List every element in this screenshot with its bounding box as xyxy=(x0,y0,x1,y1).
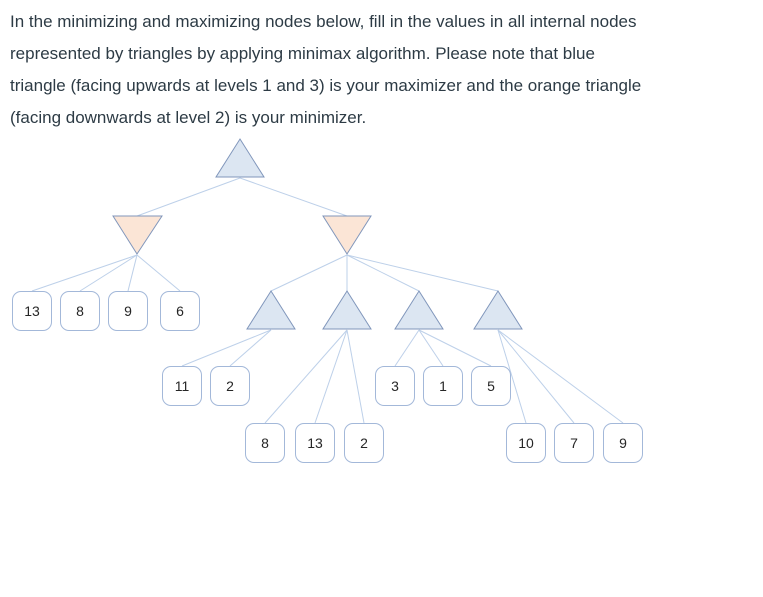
tree-edge-root-minleft xyxy=(136,177,241,217)
tree-edge-minright-max4 xyxy=(346,254,499,292)
maximizer-l3-triangle-2 xyxy=(322,290,372,330)
leaf-value-box: 7 xyxy=(554,423,594,463)
leaf-value-box: 6 xyxy=(160,291,200,331)
tree-edge-max4-leaf10 xyxy=(497,329,527,424)
tree-edge-root-minright xyxy=(239,177,348,217)
tree-edge-minleft-leaf8 xyxy=(79,254,138,292)
tree-edge-max3-leaf5 xyxy=(418,329,492,367)
leaf-value-box: 10 xyxy=(506,423,546,463)
tree-edge-minright-max1 xyxy=(270,254,348,292)
question-text-line-1: In the minimizing and maximizing nodes b… xyxy=(10,12,637,31)
question-text: In the minimizing and maximizing nodes b… xyxy=(10,6,641,134)
tree-edge-minleft-leaf6 xyxy=(136,254,181,292)
leaf-value-box: 9 xyxy=(108,291,148,331)
leaf-value-box: 1 xyxy=(423,366,463,406)
question-text-line-2: represented by triangles by applying min… xyxy=(10,44,595,63)
tree-edge-max1-leaf2 xyxy=(229,329,272,367)
tree-edge-max2-leaf13 xyxy=(314,329,348,424)
tree-edge-minright-max3 xyxy=(346,254,420,292)
question-text-line-3: triangle (facing upwards at levels 1 and… xyxy=(10,76,642,95)
leaf-value-box: 13 xyxy=(12,291,52,331)
leaf-value-box: 8 xyxy=(245,423,285,463)
maximizer-l3-triangle-3 xyxy=(394,290,444,330)
leaf-value-box: 2 xyxy=(210,366,250,406)
tree-edge-max3-leaf3 xyxy=(394,329,420,367)
tree-edge-minleft-leaf13 xyxy=(31,254,138,292)
leaf-value-box: 5 xyxy=(471,366,511,406)
maximizer-root-triangle xyxy=(215,138,265,178)
leaf-value-box: 9 xyxy=(603,423,643,463)
leaf-value-box: 8 xyxy=(60,291,100,331)
tree-edge-max2-leaf8 xyxy=(264,329,348,424)
maximizer-l3-triangle-4 xyxy=(473,290,523,330)
leaf-value-box: 13 xyxy=(295,423,335,463)
tree-edge-minleft-leaf9 xyxy=(127,254,138,292)
leaf-value-box: 3 xyxy=(375,366,415,406)
tree-edge-max4-leaf7 xyxy=(497,329,575,424)
tree-edge-max2-leaf2 xyxy=(346,329,365,424)
tree-edge-max3-leaf1 xyxy=(418,329,444,367)
tree-edge-max4-leaf9 xyxy=(497,329,624,424)
maximizer-l3-triangle-1 xyxy=(246,290,296,330)
leaf-value-box: 2 xyxy=(344,423,384,463)
minimizer-right-triangle xyxy=(322,215,372,255)
tree-edge-max1-leaf11 xyxy=(181,329,272,367)
question-text-line-4: (facing downwards at level 2) is your mi… xyxy=(10,108,367,127)
minimizer-left-triangle xyxy=(112,215,163,255)
leaf-value-box: 11 xyxy=(162,366,202,406)
